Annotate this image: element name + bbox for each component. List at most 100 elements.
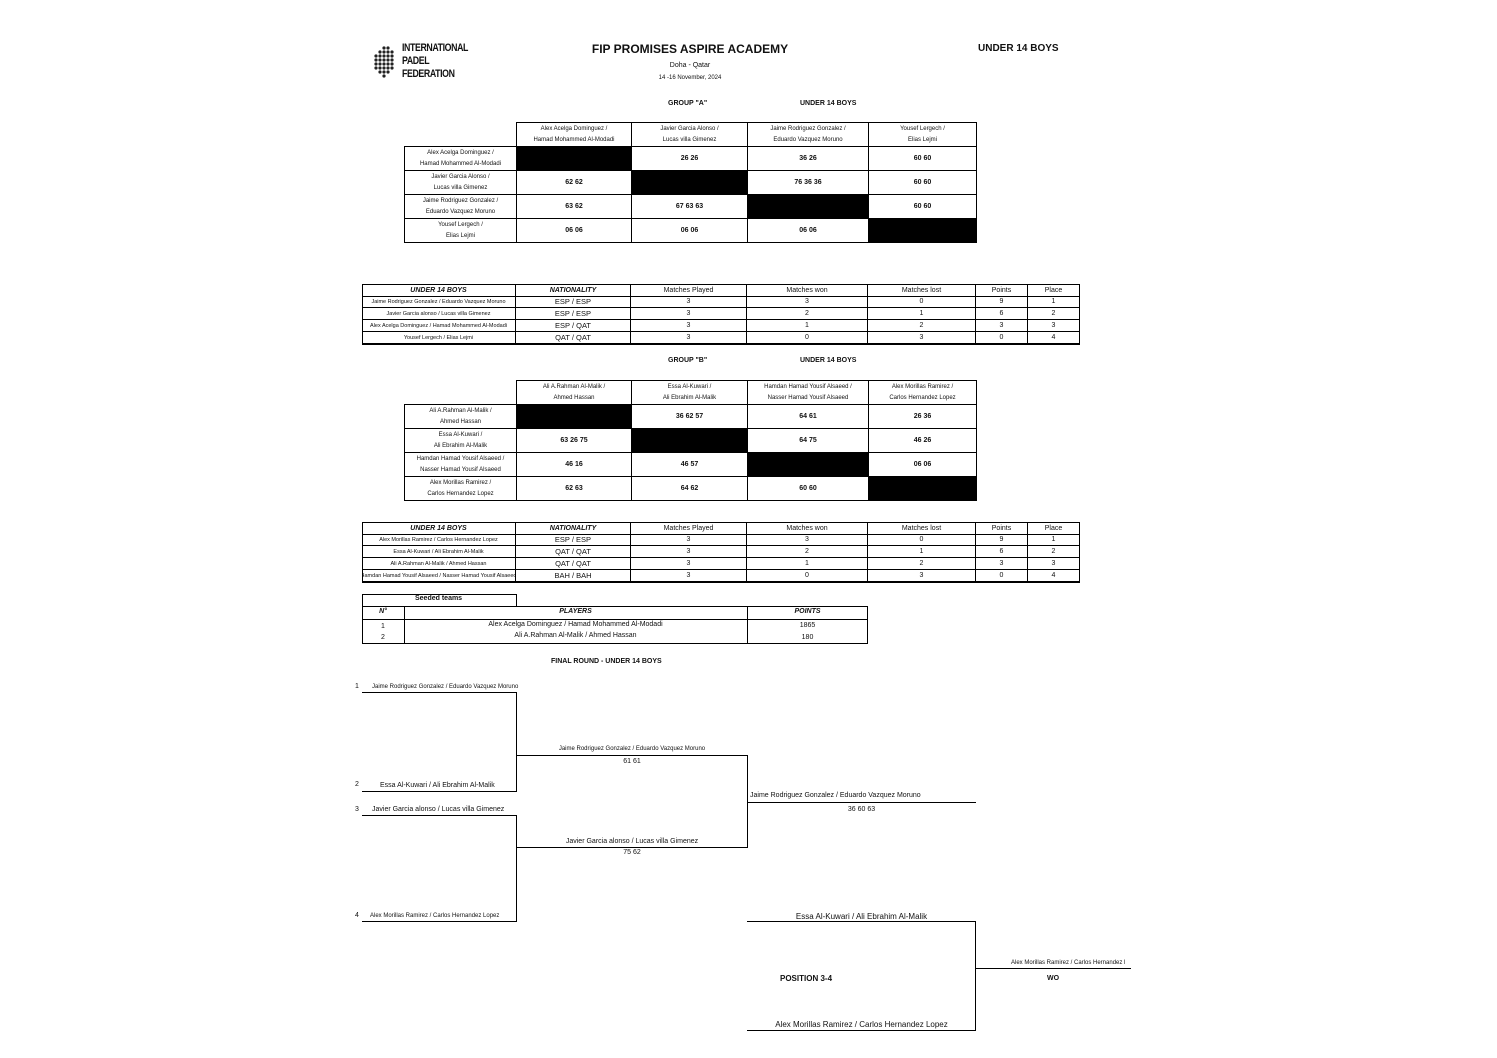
match-score: 63 62: [565, 203, 583, 210]
pos34-team-top: Essa Al-Kuwari / Ali Ebrahim Al-Malik: [795, 912, 928, 921]
standings-value: 1: [1028, 296, 1080, 308]
group-a-title: GROUP "A": [668, 100, 708, 107]
standings-value: 2: [747, 308, 868, 320]
standings-value: 3: [1028, 320, 1080, 332]
team-name: Ali A.Rahman Al-Malik /Ahmed Hassan: [543, 381, 605, 404]
standings-text: BAH / BAH: [554, 571, 592, 580]
logo-line-2: PADEL: [402, 55, 430, 67]
standings-team: Hamdan Hamad Yousif Alsaeed / Nasser Ham…: [362, 570, 516, 582]
match-score: 06 06: [680, 227, 699, 234]
player-2: Ahmed Hassan: [439, 419, 481, 426]
standings-value: 2: [868, 558, 976, 570]
standings-text: ESP / ESP: [554, 309, 592, 318]
standings-text: 0: [999, 334, 1004, 341]
player-1: Jaime Rodriguez Gonzalez /: [422, 197, 499, 204]
row-team-header: Ali A.Rahman Al-Malik /Ahmed Hassan: [404, 404, 517, 429]
seeded-row-n: 2: [381, 634, 385, 641]
standings-value: 3: [976, 558, 1028, 570]
semi1-team: Jaime Rodriguez Gonzalez / Eduardo Vazqu…: [558, 746, 706, 752]
standings-header: Matches lost: [868, 284, 976, 297]
seeded-title: Seeded teams: [415, 595, 463, 602]
seeded-row-points: 1865: [799, 622, 816, 629]
column-team-header: Javier Garcia Alonso /Lucas villa Gimene…: [631, 122, 748, 147]
seeded-header-n: N°: [379, 608, 387, 615]
standings-header-label: Place: [1044, 286, 1063, 294]
match-score-cell: 06 06: [516, 218, 632, 243]
column-team-header: Essa Al-Kuwari /Ali Ebrahim Al-Malik: [631, 380, 748, 405]
team-name: Alex Acelga Dominguez /Hamad Mohammed Al…: [533, 123, 614, 146]
player-1: Javier Garcia Alonso /: [660, 125, 719, 132]
standings-value: 3: [631, 320, 747, 332]
team-name: Yousef Lergech /Elias Lejmi: [900, 123, 945, 146]
standings-header-label: Matches won: [786, 524, 828, 532]
standings-text: ESP / ESP: [554, 535, 592, 544]
standings-text: 1: [1051, 536, 1056, 543]
match-score: 64 75: [799, 437, 817, 444]
match-score-cell: 46 26: [868, 428, 977, 453]
standings-text: QAT / QAT: [555, 547, 591, 556]
player-2: Lucas villa Gimenez: [433, 185, 488, 192]
group-b-title: GROUP "B": [668, 357, 708, 364]
standings-value: 6: [976, 546, 1028, 558]
standings-text: 0: [805, 334, 809, 341]
standings-text: 3: [686, 298, 691, 305]
match-score: 26 36: [913, 413, 932, 420]
standings-text: 1: [1051, 298, 1056, 305]
standings-header-label: UNDER 14 BOYS: [410, 524, 467, 532]
match-score: 76 36 36: [794, 179, 822, 186]
match-score-cell: 36 26: [747, 146, 869, 171]
standings-header: UNDER 14 BOYS: [362, 522, 516, 535]
standings-text: Alex Morillas Ramirez / Carlos Hernandez…: [379, 536, 498, 543]
match-score: 46 26: [913, 437, 932, 444]
standings-value: 4: [1028, 570, 1080, 582]
standings-text: 3: [686, 310, 691, 317]
column-team-header: Ali A.Rahman Al-Malik /Ahmed Hassan: [516, 380, 632, 405]
standings-text: 1: [919, 548, 924, 555]
standings-text: 3: [999, 560, 1004, 567]
standings-text: ESP / QAT: [555, 321, 591, 330]
standings-text: 3: [999, 322, 1004, 329]
standings-header: Matches won: [747, 284, 868, 297]
match-score: 60 60: [913, 179, 932, 186]
r1-seed: 3: [355, 806, 359, 813]
match-score: 06 06: [565, 227, 583, 234]
match-score: 67 63 63: [675, 203, 704, 210]
standings-team: Essa Al-Kuwari / Ali Ebrahim Al-Malik: [362, 546, 516, 558]
player-1: Yousef Lergech /: [900, 125, 945, 132]
standings-header: UNDER 14 BOYS: [362, 284, 516, 297]
standings-header: Points: [976, 284, 1028, 297]
player-2: Eduardo Vazquez Moruno: [773, 137, 843, 144]
standings-text: Jaime Rodriguez Gonzalez / Eduardo Vazqu…: [371, 298, 506, 305]
player-1: Jaime Rodriguez Gonzalez /: [770, 125, 846, 132]
match-score: 46 16: [565, 461, 583, 468]
player-2: Carlos Hernandez Lopez: [427, 491, 494, 498]
standings-value: 9: [976, 534, 1028, 546]
standings-value: 1: [747, 320, 868, 332]
standings-text: Javier Garcia alonso / Lucas villa Gimen…: [386, 310, 491, 317]
standings-text: QAT / QAT: [555, 559, 591, 568]
final-round-title: FINAL ROUND - UNDER 14 BOYS: [551, 658, 662, 665]
semi2-team: Javier Garcia alonso / Lucas villa Gimen…: [565, 838, 699, 845]
standings-header: Matches won: [747, 522, 868, 535]
match-score: 62 63: [565, 485, 583, 492]
standings-header: Points: [976, 522, 1028, 535]
match-score-cell: 60 60: [868, 194, 977, 219]
standings-text: 3: [919, 572, 924, 579]
standings-value: 2: [1028, 308, 1080, 320]
row-team-header: Alex Acelga Dominguez /Hamad Mohammed Al…: [404, 146, 517, 171]
r1-team: Javier Garcia alonso / Lucas villa Gimen…: [372, 806, 505, 813]
r1-seed: 1: [355, 683, 359, 690]
standings-value: 6: [976, 308, 1028, 320]
standings-header: Place: [1028, 284, 1080, 297]
match-score-cell: 26 36: [868, 404, 977, 429]
team-name: Yousef Lergech /Elias Lejmi: [438, 219, 483, 242]
match-score: 06 06: [913, 461, 932, 468]
row-team-header: Javier Garcia Alonso /Lucas villa Gimene…: [404, 170, 517, 195]
player-1: Yousef Lergech /: [438, 221, 483, 228]
match-score-cell: 06 06: [868, 452, 977, 477]
match-score-cell: 64 62: [631, 476, 748, 501]
standings-text: 3: [686, 322, 691, 329]
standings-value: QAT / QAT: [516, 558, 631, 570]
standings-text: 3: [1051, 560, 1056, 567]
standings-text: 0: [805, 572, 809, 579]
